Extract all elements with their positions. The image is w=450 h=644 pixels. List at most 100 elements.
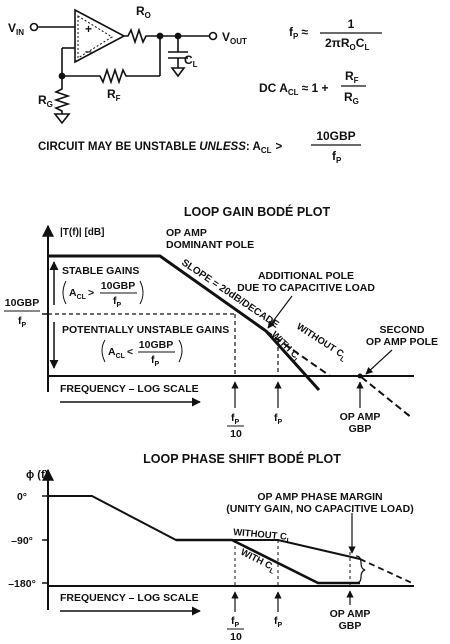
phase-plot-title: LOOP PHASE SHIFT BODÉ PLOT <box>143 451 341 466</box>
additional-pole-label-1: ADDITIONAL POLE <box>258 270 354 282</box>
fp-numerator: 1 <box>348 17 355 31</box>
phase-without-cl-label: WITHOUT C <box>233 527 288 543</box>
gain-without-cl-curve <box>265 330 413 419</box>
additional-pole-pointer <box>267 295 293 329</box>
svg-text:CL: CL <box>184 53 198 69</box>
phase-y90-label: –90° <box>11 535 33 547</box>
rf-label: R <box>107 87 116 101</box>
minus-sign: – <box>85 44 92 58</box>
svg-text:fP: fP <box>332 149 342 165</box>
unstable-frac-num: 10GBP <box>139 339 173 351</box>
vout-terminal <box>208 31 218 41</box>
gain-tick-fp10-num: f <box>231 412 235 424</box>
phase-without-cl-dashed <box>359 558 413 584</box>
dc-acl-lhs: DC A <box>259 81 288 95</box>
phase-margin-label-2: (UNITY GAIN, NO CAPACITIVE LOAD) <box>226 503 413 515</box>
svg-text:WITH CL: WITH CL <box>238 547 278 576</box>
svg-text:VIN: VIN <box>8 21 24 37</box>
svg-text:ACL<: ACL< <box>108 346 133 360</box>
svg-text:2πROCL: 2πROCL <box>325 36 369 52</box>
svg-text:ACL>: ACL> <box>69 287 94 301</box>
phase-x-label: FREQUENCY – LOG SCALE <box>60 592 199 604</box>
svg-text:RF: RF <box>345 69 359 85</box>
gain-y-tick-num: 10GBP <box>5 297 39 309</box>
additional-pole-label-2: DUE TO CAPACITIVE LOAD <box>237 282 375 294</box>
unstable-statement: CIRCUIT MAY BE UNSTABLE <box>38 141 197 153</box>
svg-text:fP: fP <box>151 354 160 368</box>
phase-y180-label: –180° <box>8 578 36 590</box>
phase-with-cl-label: WITH C <box>239 547 274 572</box>
phase-margin-brace <box>355 555 366 584</box>
dominant-pole-label-2: DOMINANT POLE <box>166 239 254 251</box>
fp-denominator: 2πR <box>325 36 350 50</box>
phase-tick-fp10-num: f <box>231 615 235 627</box>
gain-y-label: |T(f)| [dB] <box>60 227 104 238</box>
unstable-frac-den: f <box>151 354 155 366</box>
circuit <box>29 8 218 125</box>
unstable-num: 10GBP <box>316 129 355 143</box>
circuit-labels: VIN + – RO VOUT CL RF RG <box>8 4 247 109</box>
svg-text:fP≈: fP≈ <box>289 25 308 41</box>
vout-label: V <box>222 30 230 44</box>
svg-text:fP: fP <box>18 315 27 329</box>
phase-tick-fp: f <box>274 615 278 627</box>
second-pole-label-1: SECOND <box>380 324 425 336</box>
gain-y-tick-den: f <box>18 315 22 327</box>
second-pole-label-2: OP AMP POLE <box>366 336 438 348</box>
phase-y-label: ϕ (f) <box>26 469 49 481</box>
stable-frac-den: f <box>113 295 117 307</box>
phase-tick-fp10-den: 10 <box>230 631 242 643</box>
svg-text:fP: fP <box>274 412 283 426</box>
svg-text:VOUT: VOUT <box>222 30 247 46</box>
dc-rg: R <box>344 90 353 104</box>
unstable-gains-label: POTENTIALLY UNSTABLE GAINS <box>62 324 229 336</box>
slope-label: SLOPE = 20dB/DECADE <box>179 257 281 330</box>
gain-x-label: FREQUENCY – LOG SCALE <box>60 383 199 395</box>
svg-text:RG: RG <box>344 90 359 106</box>
unstable-den: f <box>332 149 337 163</box>
gain-tick-fp: f <box>274 412 278 424</box>
ro-resistor <box>124 27 150 45</box>
stable-gains-label: STABLE GAINS <box>62 265 139 277</box>
gain-without-cl-label: WITHOUT C <box>294 321 345 360</box>
rg-resistor <box>53 86 71 114</box>
svg-text:RF: RF <box>107 87 121 103</box>
svg-text:fP: fP <box>231 412 240 426</box>
unstable-acl: A <box>108 346 116 358</box>
phase-tick-gbp-1: OP AMP <box>330 608 371 620</box>
svg-text:RG: RG <box>38 93 53 109</box>
equations: fP≈ 1 2πROCL DC ACL≈ 1 + RF RG CIRCUIT M… <box>38 17 382 165</box>
dc-rf: R <box>345 69 354 83</box>
plus-sign: + <box>85 22 92 36</box>
ro-label: R <box>136 4 145 18</box>
svg-text:WITH CL: WITH CL <box>267 329 304 366</box>
rg-label: R <box>38 93 47 107</box>
second-pole-pointer <box>365 349 393 375</box>
svg-text:WITHOUT CL: WITHOUT CL <box>293 321 349 364</box>
rf-resistor <box>96 67 130 85</box>
phase-plot: LOOP PHASE SHIFT BODÉ PLOT ϕ (f) 0° –90°… <box>8 451 414 643</box>
op-amp-triangle <box>74 8 126 64</box>
vin-terminal <box>29 22 39 32</box>
phase-tick-gbp-2: GBP <box>339 620 362 632</box>
stable-frac-num: 10GBP <box>101 280 135 292</box>
phase-margin-label-1: OP AMP PHASE MARGIN <box>257 491 382 503</box>
phase-y0-label: 0° <box>17 491 27 503</box>
gain-plot-title: LOOP GAIN BODÉ PLOT <box>184 204 331 219</box>
svg-text:fP: fP <box>231 615 240 629</box>
gain-tick-gbp-1: OP AMP <box>340 411 381 423</box>
gain-plot: LOOP GAIN BODÉ PLOT |T(f)| [dB] 10GBP fP… <box>4 204 438 440</box>
rg-ground <box>53 113 71 125</box>
svg-text:fP: fP <box>274 615 283 629</box>
fp-lhs: f <box>289 25 294 39</box>
stable-acl: A <box>69 287 77 299</box>
svg-text:fP: fP <box>113 295 122 309</box>
gain-with-cl-label: WITH C <box>269 329 301 361</box>
gain-tick-gbp-2: GBP <box>349 423 372 435</box>
svg-text:RO: RO <box>136 4 151 20</box>
cl-ground <box>170 67 186 78</box>
svg-text:DC ACL≈ 1 +: DC ACL≈ 1 + <box>259 81 329 97</box>
gain-curve <box>48 254 321 392</box>
ideal-amp-dashed <box>77 15 113 59</box>
